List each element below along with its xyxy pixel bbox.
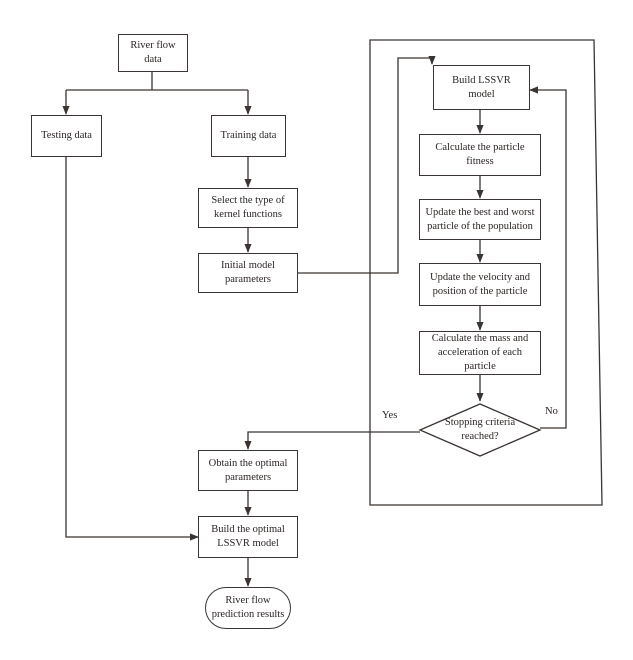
edge-no-loop	[529, 86, 567, 429]
testing-data-label: Testing data	[41, 130, 92, 141]
build-optimal-label: Build the optimal LSSVR model	[211, 524, 285, 549]
edge-testing-to-build-optimal	[65, 157, 199, 541]
calc-mass-label: Calculate the mass and acceleration of e…	[431, 333, 529, 372]
edge-yes-to-obtain	[244, 431, 420, 450]
build-lssvr-label: Build LSSVR model	[452, 74, 511, 100]
update-best-worst-box: Update the best and worst particle of th…	[419, 199, 541, 240]
obtain-optimal-box: Obtain the optimal parameters	[198, 450, 298, 491]
prediction-results-label: River flow prediction results	[211, 595, 285, 620]
edge-to-testing	[66, 89, 248, 114]
update-velocity-label: Update the velocity and position of the …	[429, 271, 530, 297]
select-kernel-box: Select the type of kernel functions	[198, 188, 298, 228]
initial-params-box: Initial model parameters	[198, 253, 298, 293]
obtain-optimal-label: Obtain the optimal parameters	[208, 457, 288, 483]
loop-frame	[369, 39, 603, 506]
select-kernel-label: Select the type of kernel functions	[211, 195, 285, 220]
calc-fitness-box: Calculate the particle fitness	[419, 134, 541, 176]
build-lssvr-box: Build LSSVR model	[433, 65, 530, 110]
update-best-worst-label: Update the best and worst particle of th…	[425, 206, 535, 232]
training-data-label: Training data	[220, 130, 277, 141]
stopping-criteria-label-box: Stopping criteria reached?	[425, 412, 535, 448]
decision-diamond	[418, 403, 542, 457]
calc-fitness-label: Calculate the particle fitness	[435, 142, 525, 167]
river-flow-data-box: River flow data	[118, 34, 188, 72]
no-label: No	[545, 406, 558, 417]
training-data-box: Training data	[211, 115, 286, 157]
testing-data-box: Testing data	[31, 115, 102, 157]
prediction-results-terminal: River flow prediction results	[205, 587, 291, 629]
edge-initial-to-build	[298, 55, 436, 274]
initial-params-label: Initial model parameters	[221, 260, 275, 285]
yes-label: Yes	[382, 410, 398, 421]
river-flow-data-label: River flow data	[130, 40, 176, 65]
update-velocity-box: Update the velocity and position of the …	[419, 263, 541, 306]
calc-mass-box: Calculate the mass and acceleration of e…	[419, 331, 541, 375]
stopping-criteria-label: Stopping criteria reached?	[444, 417, 516, 442]
build-optimal-box: Build the optimal LSSVR model	[198, 516, 298, 558]
